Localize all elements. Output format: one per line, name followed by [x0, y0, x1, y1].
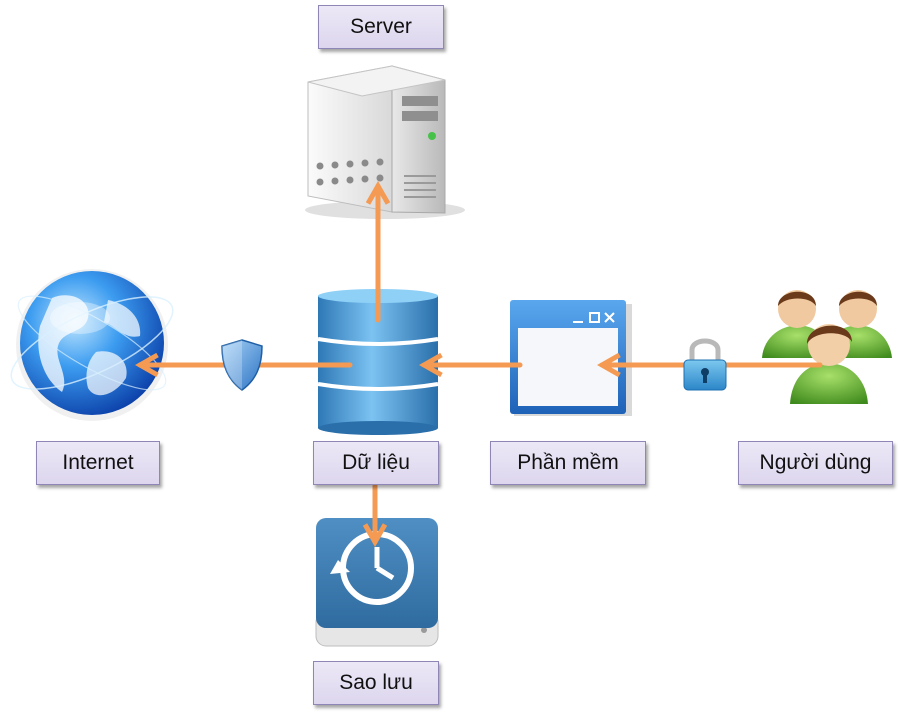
users-label: Người dùng — [738, 441, 893, 485]
shield-icon — [221, 339, 263, 391]
server-label: Server — [318, 5, 444, 49]
backup-label: Sao lưu — [313, 661, 439, 705]
application-window-icon — [510, 300, 632, 416]
globe-icon — [10, 269, 174, 421]
internet-label: Internet — [36, 441, 160, 485]
backup-drive-icon — [315, 518, 439, 647]
users-group-icon — [762, 290, 892, 404]
server-tower-icon — [305, 65, 465, 219]
padlock-icon — [683, 338, 727, 391]
database-label: Dữ liệu — [313, 441, 439, 485]
software-label: Phần mềm — [490, 441, 646, 485]
